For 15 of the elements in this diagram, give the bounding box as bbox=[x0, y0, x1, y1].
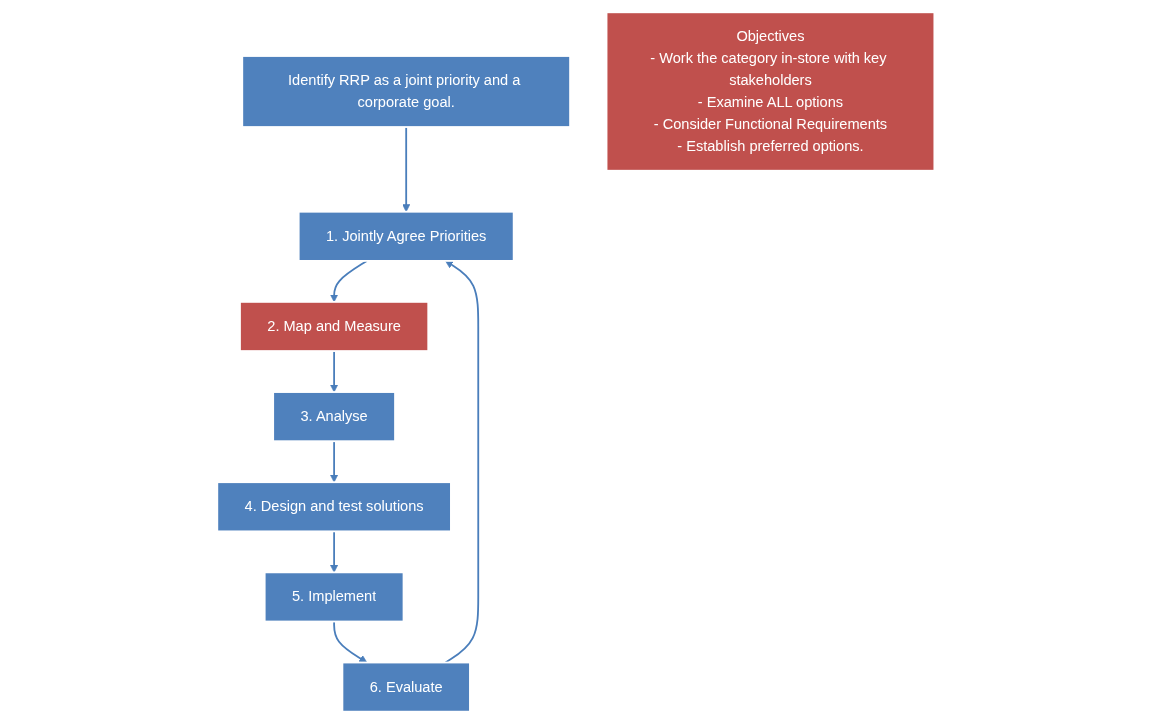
arrow bbox=[330, 260, 368, 303]
arrow bbox=[330, 530, 339, 573]
node-box: 4. Design and test solutions bbox=[216, 481, 452, 533]
arrow bbox=[330, 440, 339, 483]
node-box: 1. Jointly Agree Priorities bbox=[297, 210, 515, 262]
node-box: 3. Analyse bbox=[272, 391, 397, 443]
node-box: 2. Map and Measure bbox=[239, 301, 430, 352]
arrow bbox=[330, 350, 339, 393]
node-box: 5. Implement bbox=[263, 571, 405, 623]
arrow bbox=[444, 260, 480, 664]
node-box: 6. Evaluate bbox=[341, 661, 472, 713]
node-box: Identify RRP as a joint priority and a corporate goal. bbox=[241, 55, 572, 128]
arrow bbox=[402, 126, 411, 213]
arrow bbox=[333, 620, 368, 663]
node-box: Objectives - Work the category in-store with key stakeholders - Examine ALL options - Consider Functional Requirements - Establish preferred options. bbox=[605, 11, 936, 172]
